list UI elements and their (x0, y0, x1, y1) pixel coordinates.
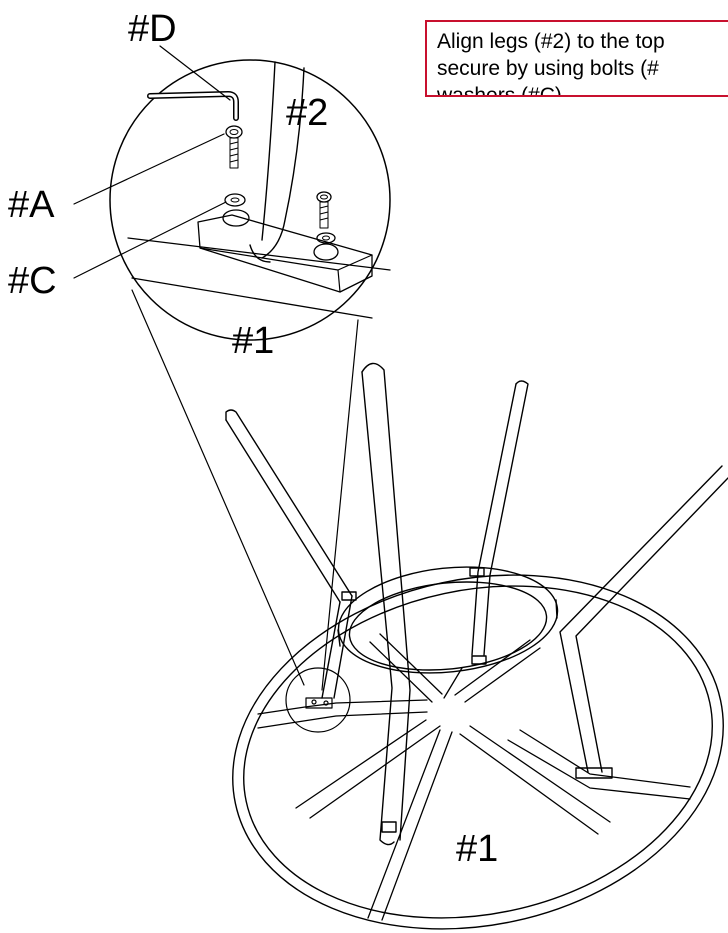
leg-back-right (469, 380, 529, 665)
instruction-line-1: Align legs (#2) to the top (437, 30, 665, 53)
label-bolt-a: #A (8, 184, 55, 226)
detail-marker-circle (285, 667, 351, 733)
instruction-line-2: secure by using bolts (# (437, 57, 659, 80)
zoom-connector-lines (131, 289, 359, 691)
instruction-line-3: washers (#C). (437, 84, 568, 97)
zoom-detail (109, 59, 391, 341)
label-allen-key-d: #D (128, 8, 177, 50)
label-washer-c: #C (8, 260, 57, 302)
leg-back-left (225, 409, 357, 699)
instruction-note: Align legs (#2) to the top secure by usi… (425, 20, 728, 97)
leader-lines (73, 45, 231, 279)
inner-ring (337, 566, 559, 674)
label-frame-1-main: #1 (456, 828, 499, 870)
zoom-circle (109, 59, 391, 341)
label-frame-1-zoom: #1 (232, 320, 275, 362)
label-leg-2: #2 (286, 92, 329, 134)
leg-bracket-small (305, 697, 333, 709)
leg-front (361, 362, 411, 846)
table-base-ring (232, 574, 724, 930)
leg-far-right (559, 465, 728, 779)
base-spokes (257, 633, 691, 921)
